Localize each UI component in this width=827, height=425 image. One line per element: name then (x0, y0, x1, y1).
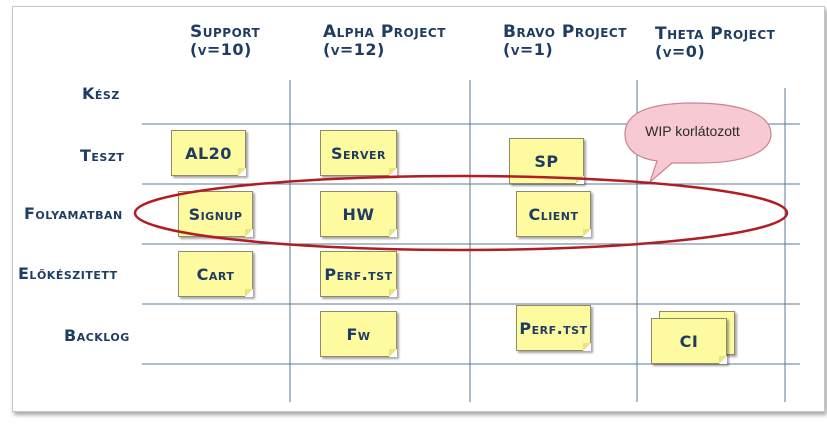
card-server[interactable]: Server (320, 130, 397, 176)
wip-limit: (v=10) (190, 40, 252, 59)
wip-limit: (v=12) (323, 40, 385, 59)
row-header-folyamatban: Folyamatban (24, 204, 123, 223)
card-perf-tst-bravo[interactable]: Perf.tst (516, 305, 591, 351)
column-header-support: Support (v=10) (190, 22, 261, 59)
column-header-alpha: Alpha Project (v=12) (323, 22, 446, 59)
card-cart[interactable]: Cart (178, 251, 253, 297)
card-fw[interactable]: Fw (320, 311, 397, 357)
wip-limit: (v=1) (503, 40, 554, 59)
callout-label: WIP korlátozott (645, 123, 740, 139)
row-header-backlog: Backlog (64, 326, 130, 345)
card-perf-tst-alpha[interactable]: Perf.tst (320, 251, 397, 297)
row-header-teszt: Teszt (80, 146, 125, 165)
column-header-bravo: Bravo Project (v=1) (503, 22, 627, 59)
wip-limit: (v=0) (655, 42, 706, 61)
column-header-theta: Theta Project (v=0) (655, 24, 776, 61)
column-name: Bravo Project (503, 22, 627, 42)
row-header-kesz: Kész (82, 84, 120, 103)
column-name: Alpha Project (323, 22, 446, 42)
row-header-elokeszitett: Előkészitett (18, 264, 118, 283)
callout-shape (624, 102, 772, 184)
card-ci[interactable]: CI (651, 318, 727, 364)
column-name: Theta Project (655, 24, 776, 44)
column-name: Support (190, 22, 261, 42)
